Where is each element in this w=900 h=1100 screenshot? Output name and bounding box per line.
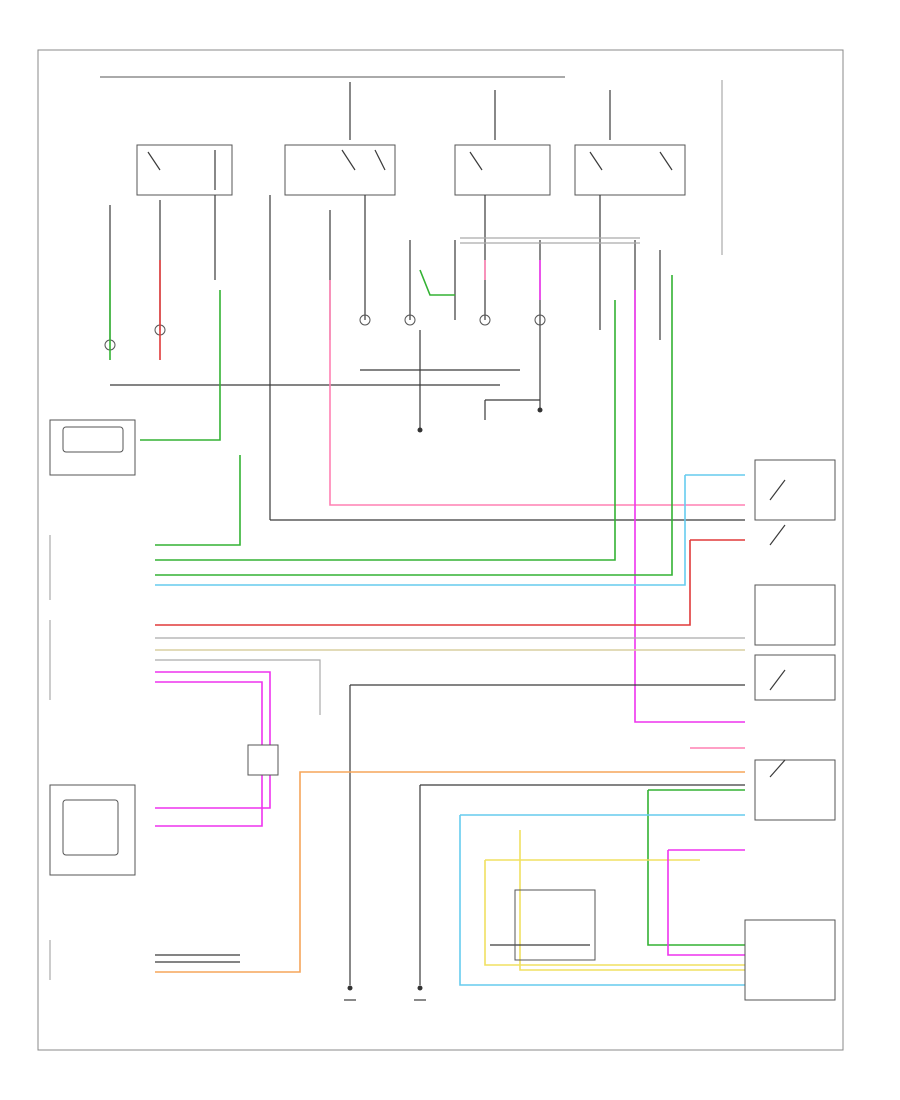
fuse-feeds — [109, 195, 661, 520]
ground-points — [344, 985, 426, 1001]
lamp-bulbs — [104, 314, 546, 351]
top-power-feeds — [100, 76, 723, 255]
relay-switches — [136, 144, 686, 196]
diagram-border — [37, 49, 844, 1051]
modules — [49, 419, 836, 1001]
ground-returns — [110, 330, 543, 433]
colored-wires — [109, 260, 745, 986]
switch-symbols — [769, 479, 786, 778]
